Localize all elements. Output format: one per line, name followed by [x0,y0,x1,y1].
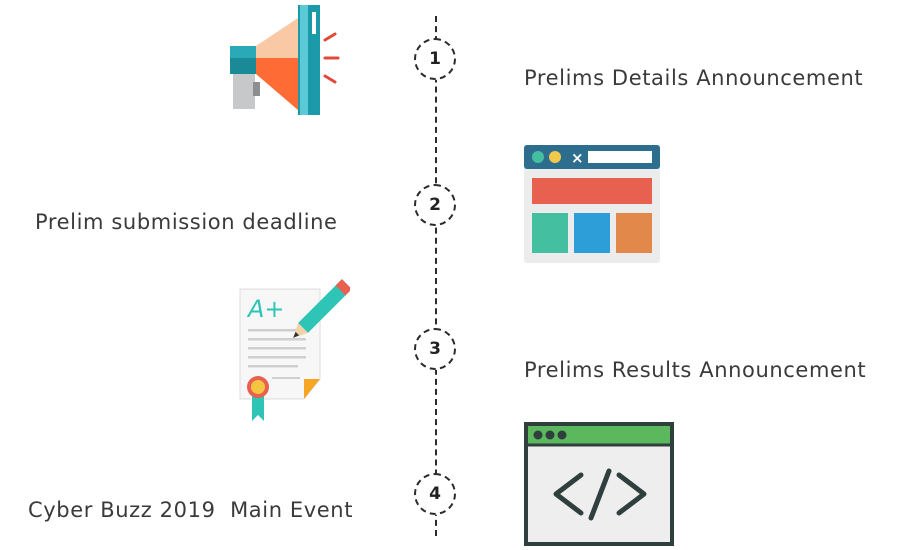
step-2-number: 2 [429,195,441,215]
step-4-label: Cyber Buzz 2019 Main Event [28,498,354,522]
graded-paper-icon: A+ [239,279,350,421]
step-2-label: Prelim submission deadline [35,210,338,234]
step-1-label: Prelims Details Announcement [524,66,864,90]
step-3-number: 3 [429,339,441,359]
megaphone-icon [230,5,340,115]
step-3-label: Prelims Results Announcement [524,358,867,382]
step-3-marker: 3 [414,328,456,370]
step-1-number: 1 [429,49,441,69]
svg-text:×: × [571,149,584,167]
svg-text:A+: A+ [246,295,285,323]
step-2-marker: 2 [414,184,456,226]
step-1-marker: 1 [414,38,456,80]
code-window-icon [524,422,674,546]
timeline-line [435,16,437,536]
browser-layout-icon: × [524,145,660,263]
step-4-number: 4 [429,484,441,504]
step-4-marker: 4 [414,473,456,515]
